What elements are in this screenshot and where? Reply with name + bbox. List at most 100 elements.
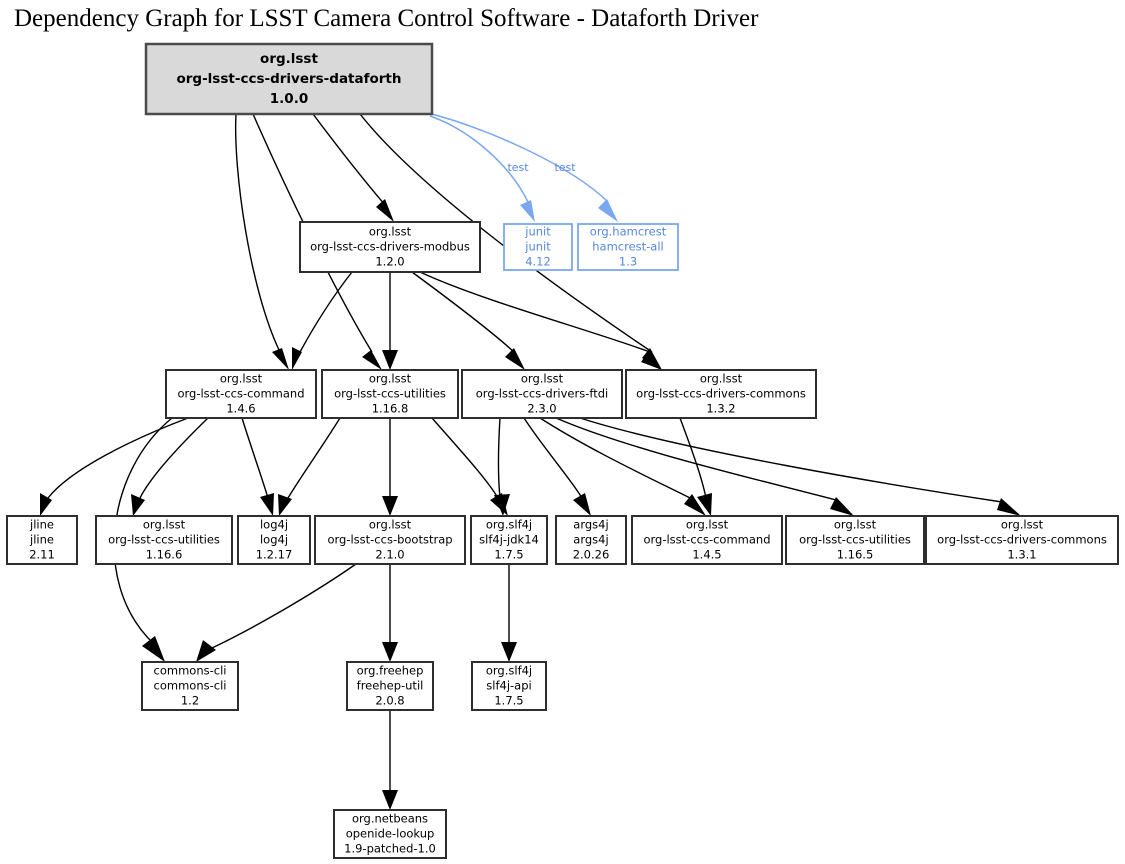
arrow-icon xyxy=(501,642,517,662)
edge-command146-to-utilities1166 xyxy=(131,417,209,516)
node-artifact-label: freehep-util xyxy=(357,679,424,693)
node-box[interactable] xyxy=(503,223,573,271)
edge-ftdi-to-drvcommons131 xyxy=(579,417,1021,516)
node-version-label: 4.12 xyxy=(525,255,551,269)
node-version-label: 1.16.8 xyxy=(372,402,409,416)
node-drvcommons131[interactable]: org.lsstorg-lsst-ccs-drivers-commons1.3.… xyxy=(925,515,1119,565)
node-box[interactable] xyxy=(144,42,434,116)
node-box[interactable] xyxy=(299,221,481,273)
arrow-icon xyxy=(382,790,398,810)
node-box[interactable] xyxy=(237,515,311,565)
node-version-label: 2.3.0 xyxy=(527,402,556,416)
arrow-icon xyxy=(830,497,854,516)
node-group-label: org.lsst xyxy=(369,518,412,532)
node-group-label: org.lsst xyxy=(220,372,263,386)
node-group-label: args4j xyxy=(573,518,608,532)
node-box[interactable] xyxy=(470,515,548,565)
edges-layer xyxy=(40,113,1021,810)
edge-modbus-to-command146 xyxy=(292,271,353,370)
node-group-label: jline xyxy=(29,518,54,532)
node-box[interactable] xyxy=(346,661,434,711)
arrow-icon xyxy=(196,640,216,662)
node-group-label: org.slf4j xyxy=(486,518,532,532)
node-group-label: org.hamcrest xyxy=(590,225,667,239)
node-box[interactable] xyxy=(461,369,623,419)
node-version-label: 1.7.5 xyxy=(494,548,523,562)
node-artifact-label: slf4j-api xyxy=(486,679,531,693)
node-artifact-label: org-lsst-ccs-command xyxy=(177,387,304,401)
node-box[interactable] xyxy=(625,369,817,419)
node-artifact-label: commons-cli xyxy=(154,679,227,693)
node-box[interactable] xyxy=(141,661,239,711)
node-version-label: 1.9-patched-1.0 xyxy=(344,842,436,856)
edge-slf4jjdk14-to-slf4japi xyxy=(501,564,517,662)
node-version-label: 2.0.8 xyxy=(375,694,404,708)
node-artifact-label: org-lsst-ccs-drivers-commons xyxy=(937,533,1107,547)
node-group-label: org.slf4j xyxy=(486,664,532,678)
arrow-icon xyxy=(292,347,302,370)
edge-command146-to-jline xyxy=(40,417,189,516)
node-openide[interactable]: org.netbeansopenide-lookup1.9-patched-1.… xyxy=(333,809,447,859)
node-version-label: 1.0.0 xyxy=(270,91,308,107)
node-version-label: 2.11 xyxy=(29,548,55,562)
node-artifact-label: org-lsst-ccs-drivers-dataforth xyxy=(176,71,401,87)
node-box[interactable] xyxy=(555,515,627,565)
node-artifact-label: org-lsst-ccs-utilities xyxy=(108,533,220,547)
arrow-icon xyxy=(278,494,292,516)
node-version-label: 1.4.5 xyxy=(692,548,721,562)
edge-utilities1168-to-slf4jjdk14 xyxy=(431,417,508,516)
node-group-label: org.lsst xyxy=(834,518,877,532)
edge-label-scope: test xyxy=(554,161,576,174)
node-box[interactable] xyxy=(577,223,679,271)
node-drvcommons132[interactable]: org.lsstorg-lsst-ccs-drivers-commons1.3.… xyxy=(625,369,817,419)
node-group-label: commons-cli xyxy=(154,664,227,678)
node-box[interactable] xyxy=(333,809,447,859)
arrow-icon xyxy=(997,498,1021,516)
node-box[interactable] xyxy=(95,515,233,565)
node-box[interactable] xyxy=(925,515,1119,565)
node-dataforth[interactable]: org.lsst org-lsst-ccs-drivers-dataforth 1.… xyxy=(144,42,434,116)
arrow-icon xyxy=(520,200,535,222)
node-group-label: org.lsst xyxy=(369,372,412,386)
node-version-label: 1.2 xyxy=(181,694,199,708)
arrow-icon xyxy=(598,199,618,222)
node-box[interactable] xyxy=(6,515,78,565)
edge-bootstrap-to-commonscli xyxy=(196,563,357,662)
node-group-label: junit xyxy=(524,225,551,239)
node-group-label: org.lsst xyxy=(369,225,412,239)
node-box[interactable] xyxy=(321,369,459,419)
node-box[interactable] xyxy=(314,515,466,565)
node-artifact-label: junit xyxy=(524,240,551,254)
edge-ftdi-to-args4j xyxy=(523,417,591,516)
arrow-icon xyxy=(260,493,274,516)
arrow-icon xyxy=(142,636,165,662)
node-box[interactable] xyxy=(631,515,783,565)
node-artifact-label: slf4j-jdk14 xyxy=(479,533,539,547)
node-version-label: 1.2.0 xyxy=(375,255,404,269)
node-artifact-label: org-lsst-ccs-drivers-modbus xyxy=(310,240,470,254)
edge-dataforth-to-hamcrest xyxy=(431,113,618,222)
node-box[interactable] xyxy=(471,661,547,711)
node-box[interactable] xyxy=(785,515,925,565)
edge-utilities1168-to-log4j xyxy=(278,417,341,516)
node-group-label: org.lsst xyxy=(521,372,564,386)
node-group-label: org.lsst xyxy=(260,51,318,67)
node-box[interactable] xyxy=(165,369,317,419)
